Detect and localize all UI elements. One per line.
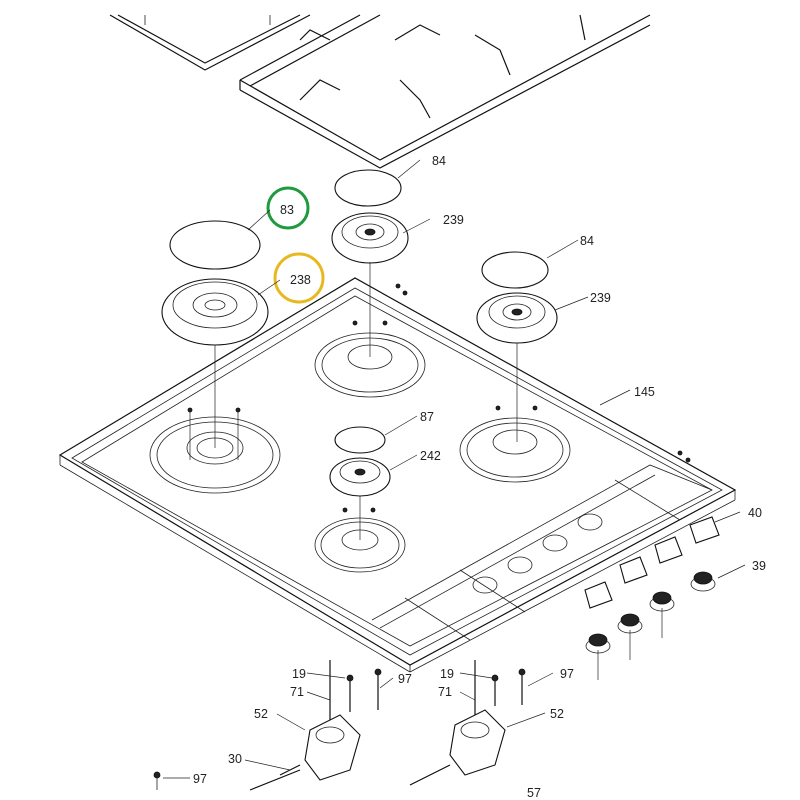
knob-3 [649, 536, 683, 612]
burner-239-right [476, 292, 558, 344]
burner-cap-84-top [334, 169, 402, 207]
callout-leaders [163, 159, 746, 779]
knob-2 [617, 556, 648, 634]
label-84-right: 84 [580, 234, 594, 248]
burner-well-right [459, 417, 571, 483]
burner-cap-87 [334, 426, 386, 454]
burner-242 [329, 457, 391, 497]
label-84-top: 84 [432, 154, 446, 168]
label-52-left: 52 [254, 707, 268, 721]
label-71-left: 71 [290, 685, 304, 699]
label-19-right: 19 [440, 667, 454, 681]
knob-4 [689, 516, 720, 592]
knob-1 [584, 581, 613, 654]
label-39: 39 [752, 559, 766, 573]
knob-holes [472, 513, 603, 594]
small-screw-97 [153, 771, 161, 790]
label-30: 30 [228, 752, 242, 766]
gas-valve-left [249, 660, 382, 791]
label-87: 87 [420, 410, 434, 424]
plate-screws [187, 283, 691, 513]
callout-labels: 84 83 239 238 84 239 145 87 242 40 39 19… [193, 154, 766, 800]
label-97-right: 97 [560, 667, 574, 681]
control-knobs [584, 516, 720, 680]
label-52-right: 52 [550, 707, 564, 721]
label-242: 242 [420, 449, 441, 463]
highlight-circle-83 [266, 186, 310, 230]
burner-cap-84-right [481, 251, 549, 289]
label-145: 145 [634, 385, 655, 399]
label-40: 40 [748, 506, 762, 520]
label-19-left: 19 [292, 667, 306, 681]
hob-top-plate [58, 277, 737, 673]
burner-cap-83 [169, 220, 261, 270]
label-97-bottom: 97 [193, 772, 207, 786]
assembly-lines [189, 262, 518, 540]
label-71-right: 71 [438, 685, 452, 699]
label-83: 83 [280, 203, 294, 217]
burner-238 [161, 278, 269, 346]
burner-239-top [331, 212, 409, 264]
highlight-circle-238 [273, 252, 325, 304]
pan-support-grid [109, 14, 651, 169]
label-57: 57 [527, 786, 541, 800]
label-97-left: 97 [398, 672, 412, 686]
gas-valve-right [409, 660, 526, 786]
label-239-top: 239 [443, 213, 464, 227]
label-239-right: 239 [590, 291, 611, 305]
label-238: 238 [290, 273, 311, 287]
